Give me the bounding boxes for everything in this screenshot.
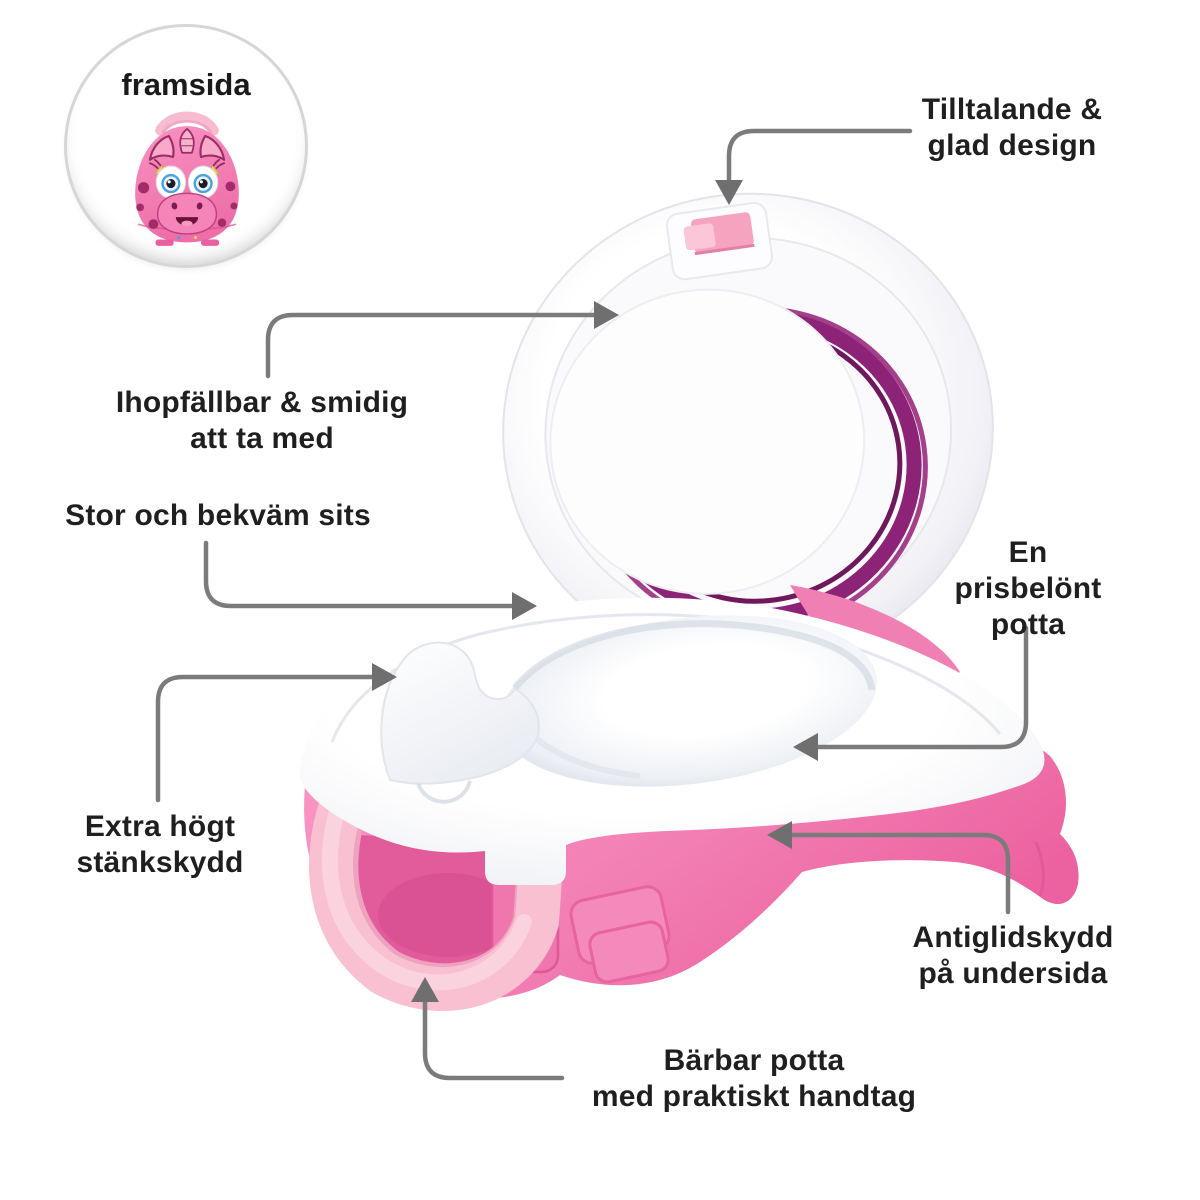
arrow-comfy-seat: [203, 540, 537, 620]
arrow-appealing-design: [715, 128, 913, 205]
arrow-portable-handle: [411, 977, 565, 1081]
splash-guard: [380, 641, 540, 785]
carry-handle: [309, 784, 563, 1012]
seat-opening: [499, 615, 877, 787]
annotation-portable-handle: Bärbar potta med praktiskt handtag: [591, 1044, 917, 1113]
badge-label: framsida: [121, 67, 251, 102]
potty-seat: [299, 597, 1045, 885]
annotation-appealing-design: Tilltalande & glad design: [921, 93, 1103, 162]
case-horn: [179, 128, 195, 154]
lid-latch: [665, 202, 773, 281]
anti-slip-foot: [1034, 841, 1045, 897]
annotation-anti-slip: Antiglidskydd på undersida: [912, 921, 1114, 990]
arrow-award-winning: [793, 625, 1029, 761]
carry-case-front-illustration: [135, 111, 239, 246]
arrow-splash-guard: [155, 663, 397, 803]
arrow-foldable: [265, 301, 619, 379]
callout-arrows: [155, 128, 1029, 1081]
case-muzzle: [156, 192, 218, 235]
latch-tabs: [569, 885, 671, 984]
annotation-splash-guard: Extra högt stänkskydd: [76, 810, 244, 879]
case-eyes: [149, 158, 225, 199]
annotation-comfy-seat: Stor och bekväm sits: [65, 499, 371, 532]
case-ears: [148, 134, 226, 161]
case-handle: [155, 111, 219, 136]
front-view-badge: framsida: [64, 24, 308, 268]
potty-lid: [502, 192, 994, 668]
annotation-award-winning: En prisbelönt potta: [954, 536, 1102, 641]
annotation-foldable: Ihopfällbar & smidig att ta med: [115, 386, 409, 455]
case-spots: [136, 181, 238, 239]
arrow-anti-slip: [767, 821, 1011, 915]
